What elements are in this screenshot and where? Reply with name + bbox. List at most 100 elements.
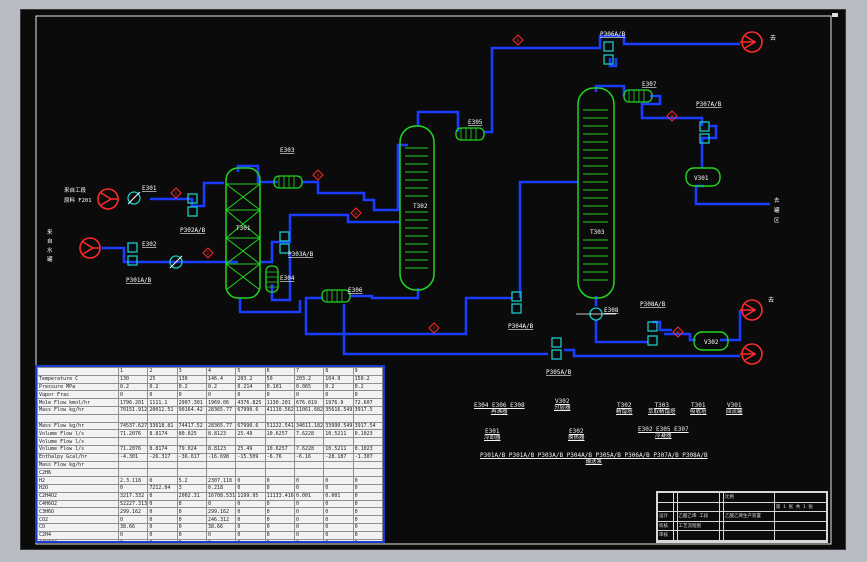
column-T302[interactable]: T302 [399, 125, 435, 291]
title-block-cell [657, 492, 674, 503]
pump-P308[interactable]: P308A/B [640, 301, 666, 346]
column-T301[interactable]: T301 [225, 167, 261, 299]
stream-tag-7: 7 [428, 322, 440, 334]
stream-tag-6: 6 [512, 34, 524, 46]
table-cell: C2H4 [37, 530, 119, 540]
title-block-cell [676, 492, 721, 503]
water-source-3: 水 [47, 246, 53, 254]
title-block-row: 审核 [657, 530, 828, 541]
table-cell: 0 [235, 538, 266, 541]
table-cell: 0 [264, 538, 295, 541]
table-cell: 0 [235, 483, 266, 493]
outlet-top-connector[interactable]: 去 [740, 31, 776, 53]
table-cell: 130 [176, 374, 207, 384]
table-cell: 33990.549 [323, 421, 354, 431]
exchanger-E308[interactable]: E308 [576, 307, 619, 321]
table-cell: 5.2 [176, 476, 207, 485]
pump-P305[interactable]: P305A/B [546, 337, 572, 376]
table-cell [117, 460, 149, 470]
exchanger-E301[interactable]: E301 [127, 185, 157, 205]
title-block-cell [676, 530, 721, 541]
table-cell: 28365.77 [205, 405, 237, 415]
feed-source-line-1: 来自工段 [64, 186, 87, 194]
e307-tubes [628, 90, 645, 102]
title-block-cell [773, 520, 828, 532]
outlet-v302-connector[interactable]: 去 [740, 296, 774, 321]
exchanger-E307[interactable]: E307 [623, 81, 657, 103]
stream-tag-1: 1 [170, 187, 182, 199]
exchanger-E306[interactable]: E306 [321, 287, 363, 303]
table-cell: -6.16 [293, 452, 325, 462]
stream-tag-1-label: 1 [175, 191, 178, 197]
stream-tag-9: 9 [672, 326, 684, 338]
column-T303[interactable]: T303 [577, 87, 615, 299]
inlet-feed-connector[interactable]: 来自工段 原料 F201 [64, 186, 119, 210]
table-cell: 0 [147, 515, 178, 524]
vessel-V301[interactable]: V301 [685, 167, 721, 187]
e304-tubes [266, 271, 278, 288]
label-V301: V301 [694, 175, 709, 182]
table-cell: 146.4 [205, 374, 237, 384]
pump-P302[interactable]: P302A/B [180, 193, 206, 234]
table-cell [147, 437, 178, 446]
label-P307: P307A/B [696, 101, 722, 108]
pump-P306[interactable]: P306A/B [600, 31, 626, 65]
inlet-water-connector[interactable]: 来 自 水 罐 [47, 228, 101, 263]
title-block-body: 比例第 1 张 共 1 张设计乙酸乙烯 工段乙酸乙烯生产装置校核工艺流程图审核 [657, 492, 828, 543]
table-cell: H2O [37, 483, 119, 493]
table-cell: 1111.1 [147, 398, 178, 407]
table-cell: 0.001 [323, 491, 354, 501]
legend-tag: V301 [727, 402, 742, 409]
stream-tag-8: 8 [666, 110, 678, 122]
table-cell: 3 [176, 483, 207, 493]
vessel-V302[interactable]: V302 [693, 331, 729, 351]
bottom-outlet-arrow [740, 347, 757, 361]
title-block-row: 比例 [657, 492, 828, 503]
exchanger-E305[interactable]: E305 [455, 119, 485, 141]
table-cell: 0 [293, 538, 325, 541]
exchanger-E302[interactable]: E302 [142, 241, 183, 269]
inner-border [35, 15, 832, 545]
pump-P301[interactable]: P301A/B [126, 242, 152, 284]
table-cell: 0 [352, 476, 383, 485]
title-block-cell [723, 501, 775, 513]
table-row: Mass Flow kg/hr [37, 460, 383, 470]
table-cell [293, 413, 325, 423]
legend-desc: 冷却器 [484, 435, 501, 441]
title-block-cell: 乙酸乙烯生产装置 [723, 511, 775, 522]
table-header-cell: 2 [147, 367, 178, 376]
table-cell: 0 [235, 530, 266, 540]
p306-a [603, 41, 614, 52]
pump-P307[interactable]: P307A/B [696, 101, 722, 144]
table-cell: C3H6O [37, 507, 119, 517]
table-cell: 0 [205, 390, 237, 400]
legend-desc: 输送泵 [585, 459, 603, 465]
label-P306: P306A/B [600, 31, 626, 38]
outlet-bottom-connector[interactable] [740, 343, 763, 365]
title-block-cell [723, 520, 775, 532]
table-cell: 74417.52 [176, 421, 207, 431]
table-cell: 0 [323, 507, 354, 517]
water-source-4: 罐 [47, 255, 53, 263]
stream-tag-2: 2 [202, 247, 214, 259]
e307-to-p307 [640, 94, 704, 126]
table-cell [37, 413, 119, 423]
pump-P304[interactable]: P304A/B [508, 291, 534, 330]
table-cell [205, 413, 237, 423]
title-block-row [657, 539, 828, 543]
table-cell: 0 [323, 390, 354, 400]
pump-P303[interactable]: P303A/B [279, 231, 314, 258]
exchanger-E304[interactable]: E304 [265, 265, 295, 293]
exchanger-E303[interactable]: E303 [273, 147, 303, 189]
p304-a [511, 291, 522, 302]
